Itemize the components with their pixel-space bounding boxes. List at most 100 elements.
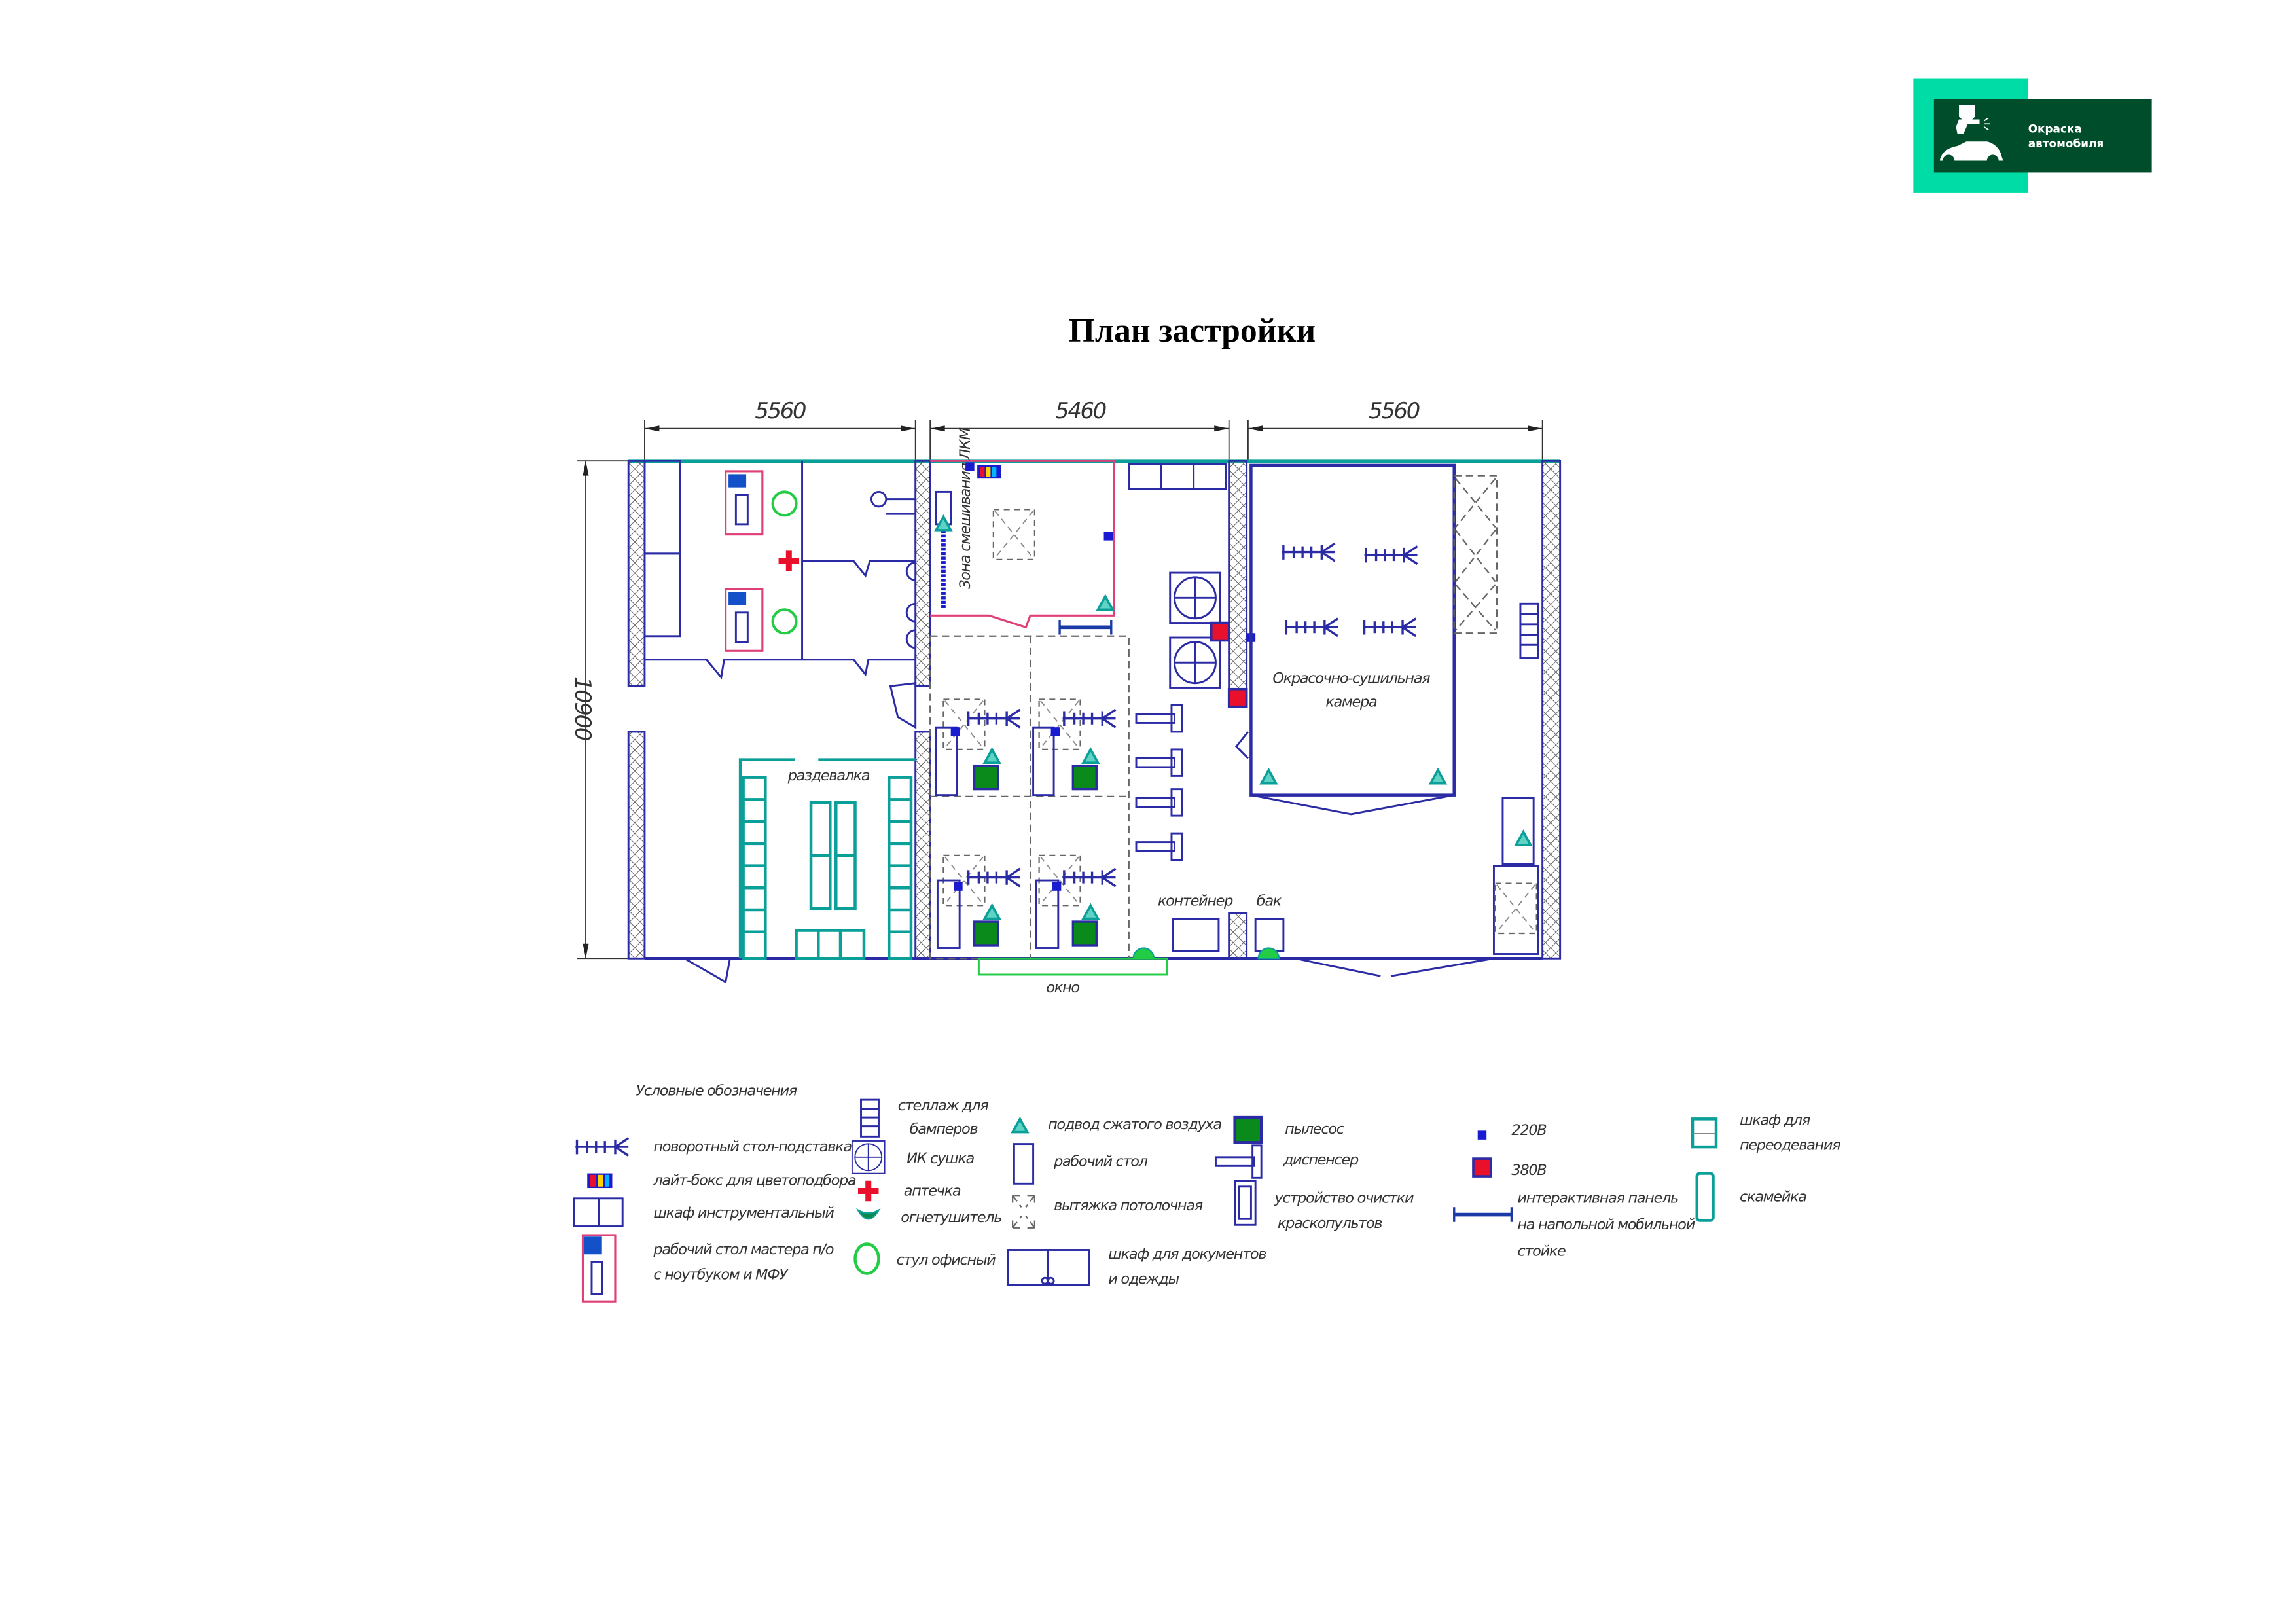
- legend-ir-dryer: ИК сушка: [906, 1150, 974, 1167]
- vacuum-icon: [973, 764, 999, 791]
- changing-locker-icon: [1691, 1117, 1718, 1149]
- ir-dryer-icon: [1169, 571, 1221, 624]
- legend-compressed-air: подвод сжатого воздуха: [1048, 1116, 1221, 1133]
- office-chair-icon: [771, 608, 798, 635]
- socket-380v-icon: [1227, 687, 1248, 708]
- socket-380v-icon: [1210, 621, 1230, 642]
- ir-dryer-icon: [851, 1140, 886, 1174]
- bumper-rack: [1519, 602, 1539, 659]
- legend-doc-cabinet-1: шкаф для документов: [1108, 1246, 1266, 1263]
- extinguisher-icon: [1132, 947, 1155, 960]
- mixing-zone: [930, 460, 1115, 629]
- legend-locker-1: шкаф для: [1740, 1111, 1810, 1128]
- vacuum-icon: [1233, 1115, 1263, 1144]
- container: [1172, 918, 1220, 952]
- first-aid-icon: [778, 550, 800, 571]
- booth-label-line-2: камера: [1325, 694, 1377, 711]
- master-desk: [725, 470, 764, 536]
- dimension-left-width: 5560: [755, 398, 806, 424]
- toilet-icon: [870, 490, 916, 515]
- legend-dispenser: диспенсер: [1283, 1151, 1359, 1168]
- dimension-lines: [577, 420, 1543, 960]
- dispenser-icon: [1135, 832, 1183, 861]
- dispenser-icon: [1135, 788, 1183, 817]
- vacuum-icon: [1071, 764, 1098, 791]
- socket-380v-icon: [1472, 1157, 1492, 1178]
- compressed-air-icon: [1515, 831, 1532, 846]
- extinguisher-icon: [855, 1208, 881, 1220]
- legend-ceiling-hood: вытяжка потолочная: [1054, 1197, 1202, 1214]
- sink-icon: [905, 561, 916, 649]
- dispenser-icon: [1214, 1144, 1263, 1179]
- prep-post: [935, 698, 1022, 797]
- legend-doc-cabinet-2: и одежды: [1108, 1271, 1179, 1288]
- legend-bumper-rack-1: стеллаж для: [898, 1097, 989, 1114]
- label-window: окно: [1046, 979, 1079, 996]
- legend-master-desk-1: рабочий стол мастера п/о: [653, 1241, 833, 1258]
- compressed-air-icon: [1011, 1117, 1029, 1134]
- compressed-air-icon: [1096, 595, 1114, 611]
- office-chair-icon: [771, 490, 798, 517]
- legend-gun-cleaner-1: устройство очистки: [1274, 1190, 1414, 1207]
- legend-bumper-rack-2: бамперов: [910, 1121, 978, 1138]
- legend-turntable: поворотный стол-подставка: [653, 1138, 852, 1155]
- document-cabinet-icon: [1007, 1249, 1090, 1286]
- legend-title: Условные обозначения: [636, 1082, 797, 1099]
- dispenser-icon: [1135, 704, 1183, 733]
- ceiling-hood-icon: [1453, 475, 1498, 634]
- legend-lightbox: лайт-бокс для цветоподбора: [653, 1172, 855, 1189]
- tool-cabinet-icon: [573, 1197, 624, 1227]
- bench: [795, 929, 866, 960]
- label-container: контейнер: [1158, 892, 1233, 909]
- booth-label-line-1: Окрасочно-сушильная: [1272, 670, 1430, 687]
- tank: [1254, 918, 1285, 952]
- turntable-icon: [965, 708, 1022, 729]
- legend-tool-cabinet: шкаф инструментальный: [653, 1204, 834, 1221]
- interactive-panel-icon: [1453, 1207, 1513, 1222]
- dimension-height: 10900: [570, 677, 596, 740]
- prep-post: [1032, 698, 1117, 797]
- ir-dryer-icon: [1169, 636, 1221, 689]
- turntable-icon: [1361, 617, 1417, 638]
- tool-cabinet: [643, 460, 681, 555]
- legend-gun-cleaner-2: краскопультов: [1278, 1215, 1382, 1232]
- tool-cabinet: [643, 552, 681, 638]
- first-aid-icon: [858, 1180, 879, 1202]
- gun-cleaner: [1501, 797, 1535, 865]
- legend-vacuum: пылесос: [1285, 1121, 1345, 1138]
- legend-380v: 380В: [1511, 1162, 1547, 1179]
- socket-220v-icon: [1103, 532, 1113, 541]
- gun-cleaner-icon: [1234, 1180, 1257, 1226]
- master-desk: [725, 588, 764, 652]
- page-title: План застройки: [1069, 312, 1316, 350]
- turntable-icon: [574, 1136, 630, 1157]
- room-label-mixing-zone: Зона смешивания ЛКМ: [957, 427, 974, 589]
- prep-bays: [929, 635, 1130, 960]
- legend-panel-1: интерактивная панель: [1517, 1190, 1678, 1207]
- legend-panel-3: стойке: [1517, 1242, 1566, 1259]
- legend-first-aid: аптечка: [904, 1182, 961, 1199]
- spray-car-icon: [1939, 104, 2003, 161]
- ceiling-hood-icon: [1011, 1195, 1035, 1229]
- dispenser-icon: [1135, 748, 1183, 777]
- master-desk-icon: [581, 1234, 617, 1303]
- middle-zone: Зона смешивания ЛКМ: [929, 427, 1285, 996]
- paint-booth: [1249, 463, 1456, 797]
- socket-220v-icon: [965, 462, 975, 471]
- room-label-changing: раздевалка: [787, 767, 870, 784]
- changing-room: раздевалка: [738, 758, 916, 960]
- walls: [627, 459, 1562, 984]
- locker-row: [742, 776, 767, 960]
- gun-cleaner: [1492, 865, 1539, 955]
- turntable-icon: [1061, 867, 1117, 888]
- turntable-icon: [1280, 542, 1336, 562]
- brand-logo: Окраска автомобиля: [1913, 78, 2152, 193]
- socket-220v-icon: [1477, 1130, 1487, 1140]
- bumper-rack-icon: [860, 1098, 880, 1138]
- legend-office-chair: стул офисный: [896, 1252, 996, 1269]
- legend-bench: скамейка: [1740, 1188, 1806, 1205]
- left-zone: раздевалка: [643, 460, 916, 960]
- extinguisher-icon: [1257, 947, 1280, 960]
- turntable-icon: [1363, 545, 1419, 566]
- turntable-icon: [1061, 708, 1117, 729]
